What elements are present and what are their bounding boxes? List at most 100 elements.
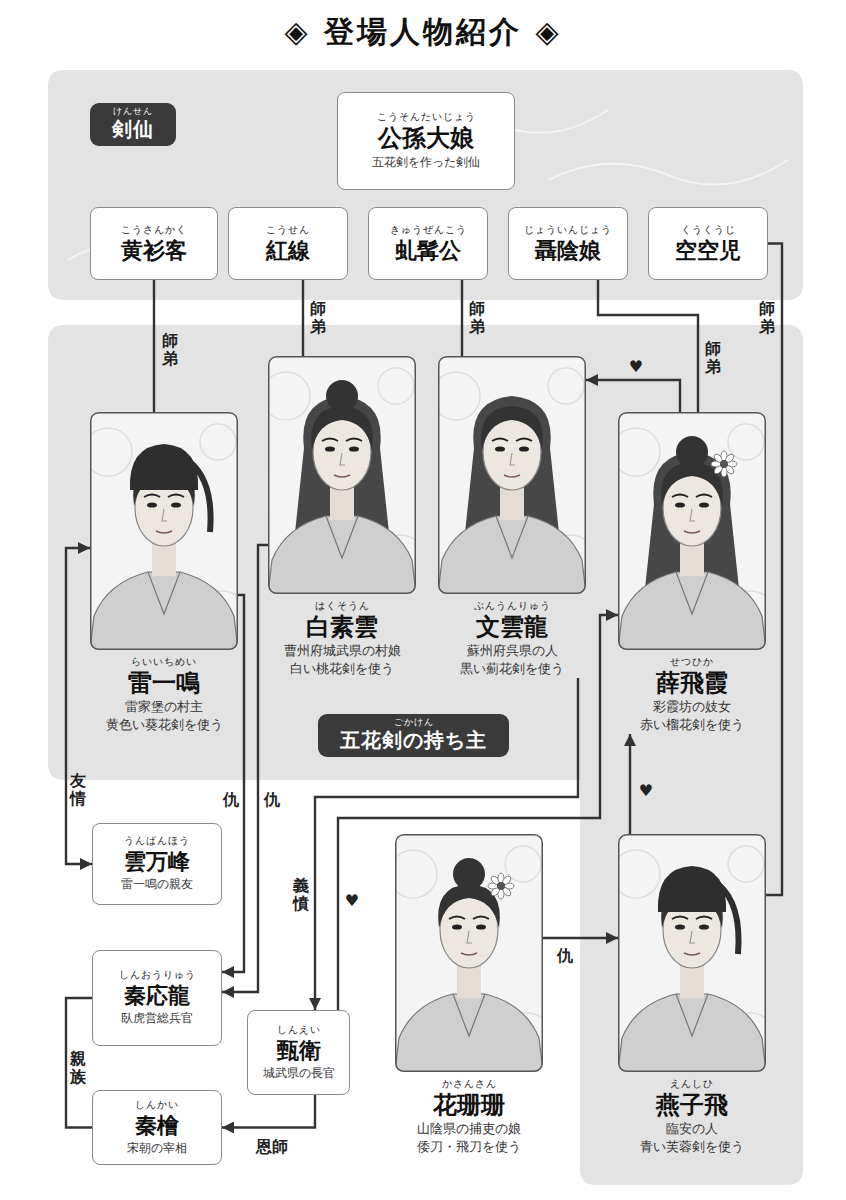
character-name: 花珊珊	[433, 1090, 505, 1120]
relation-connector	[66, 998, 92, 1128]
character-description: 城武県の長官	[263, 1064, 335, 1082]
relation-label: 義憤	[293, 877, 309, 912]
character-name: 甄衛	[277, 1036, 321, 1064]
character-name: 聶陰娘	[535, 236, 601, 264]
furigana: じょういんじょう	[524, 224, 612, 236]
character-description: 宋朝の宰相	[127, 1139, 187, 1157]
character-description: 赤い榴花剣を使う	[640, 716, 744, 734]
character-name: 黄衫客	[121, 236, 187, 264]
card-text: かさんさん花珊珊山陰県の捕吏の娘倭刀・飛刀を使う	[417, 1078, 521, 1156]
relation-label: 仇	[223, 790, 239, 811]
title-bar: ◈ 登場人物紹介 ◈	[0, 12, 846, 52]
character-description: 黒い薊花剣を使う	[460, 660, 564, 678]
character-box: しんかい秦檜宋朝の宰相	[92, 1090, 222, 1165]
character-box: うんばんほう雲万峰雷一鳴の親友	[92, 823, 222, 905]
page-title: ◈ 登場人物紹介 ◈	[284, 12, 561, 52]
character-name: 秦応龍	[124, 981, 190, 1009]
card-text: せつひか薛飛霞彩霞坊の妓女赤い榴花剣を使う	[640, 656, 744, 734]
furigana: せつひか	[670, 656, 714, 668]
relation-label: ♥	[629, 357, 643, 376]
furigana: こうそんたいじょう	[377, 111, 476, 123]
furigana: くうくうじ	[681, 224, 736, 236]
card-text: らいいちめい雷一鳴雷家堡の村主黄色い葵花剣を使う	[106, 656, 223, 734]
furigana: しんえい	[277, 1024, 321, 1036]
character-name: 雷一鳴	[128, 668, 200, 698]
character-box: こうそんたいじょう公孫大娘五花剣を作った剣仙	[337, 92, 515, 190]
card-text: えんしひ燕子飛臨安の人青い芙蓉剣を使う	[640, 1078, 744, 1156]
relation-label: 師弟	[759, 300, 775, 335]
character-name: 秦檜	[135, 1111, 179, 1139]
character-portrait	[395, 834, 543, 1072]
character-card: えんしひ燕子飛臨安の人青い芙蓉剣を使う	[618, 834, 766, 1156]
character-portrait	[438, 356, 586, 594]
character-description: 雷一鳴の親友	[121, 875, 193, 893]
character-card: ぶんうんりゅう文雲龍蘇州府呉県の人黒い薊花剣を使う	[438, 356, 586, 678]
furigana: うんばんほう	[124, 835, 190, 847]
character-description: 雷家堡の村主	[125, 698, 203, 716]
character-description: 曹州府城武県の村娘	[284, 642, 401, 660]
relation-label: 師弟	[469, 300, 485, 335]
character-card: はくそうん白素雲曹州府城武県の村娘白い桃花剣を使う	[268, 356, 416, 678]
relation-connector	[629, 734, 631, 834]
panel-heading: 五花剣の持ち主	[340, 728, 487, 752]
relation-connector	[302, 280, 304, 356]
portrait-art	[269, 357, 415, 593]
furigana: ぶんうんりゅう	[474, 600, 551, 612]
portrait-art	[396, 835, 542, 1071]
character-name: 空空児	[675, 236, 741, 264]
relation-label: 恩師	[256, 1137, 288, 1158]
character-description: 蘇州府呉県の人	[467, 642, 558, 660]
furigana: らいいちめい	[131, 656, 197, 668]
relation-label: 師弟	[310, 300, 326, 335]
character-box: きゅうぜんこう虬髯公	[368, 207, 488, 280]
character-name: 雲万峰	[124, 847, 190, 875]
character-box: くうくうじ空空児	[648, 207, 768, 280]
portrait-art	[91, 413, 237, 649]
character-description: 彩霞坊の妓女	[653, 698, 731, 716]
character-description: 倭刀・飛刀を使う	[417, 1138, 521, 1156]
relation-label: 仇	[557, 946, 573, 967]
character-box: こうさんかく黄衫客	[90, 207, 218, 280]
furigana: きゅうぜんこう	[390, 224, 467, 236]
panel-badge: ごかけん五花剣の持ち主	[318, 714, 509, 757]
character-box: じょういんじょう聶陰娘	[508, 207, 628, 280]
furigana: こうせん	[266, 224, 310, 236]
furigana: はくそうん	[315, 600, 370, 612]
relation-label: 友情	[70, 772, 86, 807]
character-description: 臥虎営総兵官	[121, 1009, 193, 1027]
furigana: しんおうりゅう	[119, 969, 196, 981]
relation-label: 師弟	[705, 340, 721, 375]
card-text: ぶんうんりゅう文雲龍蘇州府呉県の人黒い薊花剣を使う	[460, 600, 564, 678]
character-card: かさんさん花珊珊山陰県の捕吏の娘倭刀・飛刀を使う	[395, 834, 543, 1156]
character-name: 文雲龍	[476, 612, 548, 642]
furigana: かさんさん	[442, 1078, 497, 1090]
panel-heading: 剣仙	[112, 117, 154, 141]
furigana: しんかい	[135, 1099, 179, 1111]
portrait-art	[439, 357, 585, 593]
portrait-art	[619, 413, 765, 649]
character-card: らいいちめい雷一鳴雷家堡の村主黄色い葵花剣を使う	[90, 412, 238, 734]
furigana: えんしひ	[670, 1078, 714, 1090]
character-name: 薛飛霞	[656, 668, 728, 698]
character-box: こうせん紅線	[228, 207, 348, 280]
character-description: 山陰県の捕吏の娘	[417, 1120, 521, 1138]
character-name: 虬髯公	[395, 236, 461, 264]
relation-label: 仇	[264, 790, 280, 811]
character-name: 燕子飛	[656, 1090, 728, 1120]
character-box: しんえい甄衛城武県の長官	[247, 1010, 350, 1095]
character-portrait	[618, 834, 766, 1072]
character-box: しんおうりゅう秦応龍臥虎営総兵官	[92, 950, 222, 1046]
card-text: はくそうん白素雲曹州府城武県の村娘白い桃花剣を使う	[284, 600, 401, 678]
furigana: けんせん	[113, 106, 153, 117]
character-description: 五花剣を作った剣仙	[372, 153, 480, 171]
relation-label: ♥	[345, 891, 359, 910]
character-portrait	[268, 356, 416, 594]
character-name: 紅線	[266, 236, 310, 264]
relation-connector	[222, 1095, 315, 1128]
character-description: 青い芙蓉剣を使う	[640, 1138, 744, 1156]
character-portrait	[90, 412, 238, 650]
character-description: 黄色い葵花剣を使う	[106, 716, 223, 734]
character-card: せつひか薛飛霞彩霞坊の妓女赤い榴花剣を使う	[618, 412, 766, 734]
